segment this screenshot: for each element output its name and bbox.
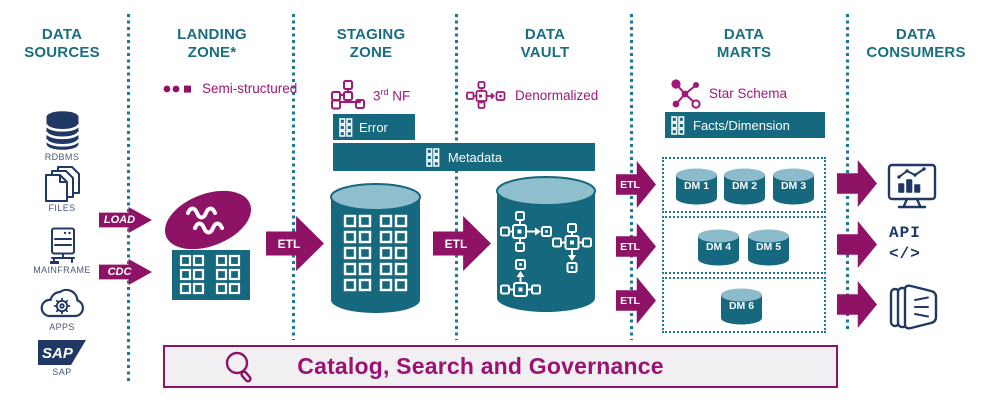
catalog-governance-bar: Catalog, Search and Governance <box>163 345 838 388</box>
structured-table-block <box>172 250 250 305</box>
marts-consumers-arrow-1 <box>837 160 877 207</box>
source-label-apps: APPS <box>49 322 75 332</box>
data-lake-blob <box>158 186 258 259</box>
dm1-cylinder: DM 1 <box>675 168 718 206</box>
data-vault-cylinder <box>496 176 596 319</box>
cdc-arrow: CDC <box>99 259 152 285</box>
api-icon: API </> <box>889 224 921 263</box>
dm-group-3 <box>662 277 826 333</box>
source-label-rdbms: RDBMS <box>44 152 80 162</box>
dm3-cylinder: DM 3 <box>772 168 815 206</box>
star-schema-tag: Star Schema <box>670 78 787 109</box>
etl-arrow-vault-marts-3: ETL <box>616 277 656 324</box>
third-nf-tag: 3rd NF <box>331 80 410 110</box>
etl-arrow-vault-marts-2: ETL <box>616 223 656 270</box>
star-schema-icon <box>671 79 701 109</box>
denormalized-tag: Denormalized <box>466 81 598 109</box>
separator-landing-staging <box>292 14 295 340</box>
etl-arrow-vault-marts-1: ETL <box>616 161 656 208</box>
facts-dimension-bar: Facts/Dimension <box>665 112 825 138</box>
dashboard-monitor-icon <box>886 162 938 217</box>
sap-logo: SAP <box>38 340 86 372</box>
semi-structured-icon <box>163 85 191 93</box>
grid-icon <box>339 117 353 137</box>
etl-arrow-landing-staging: ETL <box>266 216 324 271</box>
svg-text:SAP: SAP <box>42 345 74 362</box>
dm-group-1 <box>662 157 826 213</box>
metadata-bar: Metadata <box>333 143 595 171</box>
mainframe-icon <box>46 227 80 270</box>
cloud-apps-icon <box>37 284 87 327</box>
semi-structured-tag: Semi-structured <box>163 81 297 96</box>
source-label-files: FILES <box>48 203 76 213</box>
dm6-cylinder: DM 6 <box>720 288 763 326</box>
load-arrow: LOAD <box>99 207 152 233</box>
error-bar: Error <box>333 114 415 140</box>
dm5-cylinder: DM 5 <box>747 229 790 267</box>
database-icon <box>44 110 81 157</box>
marts-consumers-arrow-3 <box>837 281 877 328</box>
denormalized-icon <box>466 81 506 109</box>
grid-icon <box>426 147 440 167</box>
dm2-cylinder: DM 2 <box>723 168 766 206</box>
search-icon <box>225 351 252 383</box>
files-icon <box>42 165 84 208</box>
etl-arrow-staging-vault: ETL <box>433 216 491 271</box>
third-nf-icon <box>331 80 365 110</box>
source-label-sap: SAP <box>52 367 72 377</box>
dm-group-2 <box>662 216 826 274</box>
source-label-mainframe: MAINFRAME <box>33 265 91 275</box>
marts-consumers-arrow-2 <box>837 221 877 268</box>
stacked-cards-icon <box>888 283 940 336</box>
separator-staging-vault <box>455 14 458 340</box>
catalog-governance-label: Catalog, Search and Governance <box>297 353 664 379</box>
dm4-cylinder: DM 4 <box>697 229 740 267</box>
separator-sources-landing <box>127 14 130 384</box>
grid-icon <box>671 115 685 135</box>
staging-cylinder <box>330 183 421 320</box>
separator-marts-consumers <box>846 14 849 332</box>
